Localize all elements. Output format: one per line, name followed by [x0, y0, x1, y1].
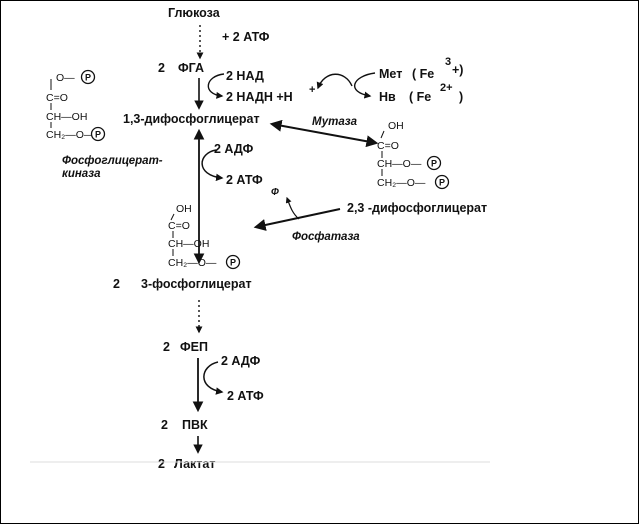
fe3-superscript: 3 — [445, 56, 451, 68]
bpg23-label: 2,3 -дифосфоглицерат — [347, 201, 487, 215]
atp-label-2: 2 АТФ — [227, 389, 264, 403]
left-struct-row3: CH—OH — [46, 111, 87, 123]
left-phosphate-1-letter: P — [85, 73, 91, 83]
fga-label: ФГА — [178, 61, 204, 75]
right-phosphate-2-letter: P — [439, 178, 445, 188]
fe2-close-label: ) — [459, 90, 463, 104]
mutase-label: Мутаза — [312, 116, 358, 128]
pg3-label: 3-фосфоглицерат — [141, 277, 252, 291]
mid-struct-row3: CH₂—O— — [168, 257, 217, 269]
pg3-structure: OH C=O CH—OH CH₂—O— P — [168, 203, 241, 270]
lactate-coefficient: 2 — [158, 457, 165, 471]
adp-atp-curve-2 — [203, 361, 224, 395]
right-struct-row0: OH — [388, 120, 404, 132]
pi-release-arrow — [285, 196, 300, 220]
bpg23-structure: OH C=O CH—O— P CH₂—O— P — [377, 120, 450, 190]
nadh-superscript: + — [309, 84, 315, 96]
mutase-arrow — [269, 119, 379, 148]
bpg13-label: 1,3-дифосфоглицерат — [123, 112, 260, 126]
right-bond-0 — [380, 130, 385, 139]
mid-bond-0 — [170, 213, 175, 221]
right-phosphate-2-icon — [434, 174, 450, 190]
left-phosphate-2-icon — [90, 126, 106, 142]
nadh-label: 2 НАДН +Н — [226, 90, 293, 104]
right-phosphate-1-icon — [426, 155, 442, 171]
fe3-open-label: ( Fe — [412, 67, 434, 81]
right-phosphate-1-letter: P — [431, 159, 437, 169]
left-phosphate-2-letter: P — [95, 130, 101, 140]
mid-struct-row0: OH — [176, 203, 192, 215]
fe2-open-label: ( Fe — [409, 90, 431, 104]
nad-nadh-curve — [207, 73, 225, 99]
adp-label-2: 2 АДФ — [221, 354, 261, 368]
fe3-close-label: +) — [452, 63, 463, 77]
pvk-coefficient: 2 — [161, 418, 168, 432]
plus-atp-label: + 2 АТФ — [222, 30, 270, 44]
fga-coefficient: 2 — [158, 61, 165, 75]
mid-phosphate-icon — [225, 254, 241, 270]
met-to-hb-curve — [353, 72, 376, 99]
left-phosphate-1-icon — [80, 69, 96, 85]
atp-label-1: 2 АТФ — [226, 173, 263, 187]
mid-struct-row2: CH—OH — [168, 238, 209, 250]
mid-phosphate-letter: P — [230, 258, 236, 268]
lactate-label: Лактат — [174, 457, 216, 471]
left-struct-row4: CH₂—O— — [46, 129, 95, 141]
fe2-superscript: 2+ — [440, 82, 453, 94]
adp-atp-curve-1 — [201, 149, 224, 182]
nad-label: 2 НАД — [226, 69, 264, 83]
hb-label: Нв — [379, 90, 396, 104]
pvk-label: ПВК — [182, 418, 208, 432]
pg3-coefficient: 2 — [113, 277, 120, 291]
glucose-label: Глюкоза — [168, 6, 221, 20]
bpg13-structure: O— P C=O CH—OH CH₂—O— P — [46, 69, 106, 142]
pi-label: Ф — [271, 187, 279, 198]
phosphatase-label: Фосфатаза — [292, 231, 360, 243]
met-label: Мет — [379, 67, 402, 81]
nadh-to-met-arc — [316, 73, 353, 90]
pep-label: ФЕП — [180, 340, 208, 354]
pgk-label-line2: киназа — [62, 168, 101, 180]
pgk-label-line1: Фосфоглицерат- — [62, 155, 163, 167]
pep-coefficient: 2 — [163, 340, 170, 354]
right-struct-row3: CH₂—O— — [377, 177, 426, 189]
adp-label-1: 2 АДФ — [214, 142, 254, 156]
left-struct-row1: O— — [56, 72, 75, 84]
mid-struct-row1: C=O — [168, 220, 190, 232]
right-struct-row1: C=O — [377, 140, 399, 152]
left-struct-row2: C=O — [46, 92, 68, 104]
right-struct-row2: CH—O— — [377, 158, 422, 170]
